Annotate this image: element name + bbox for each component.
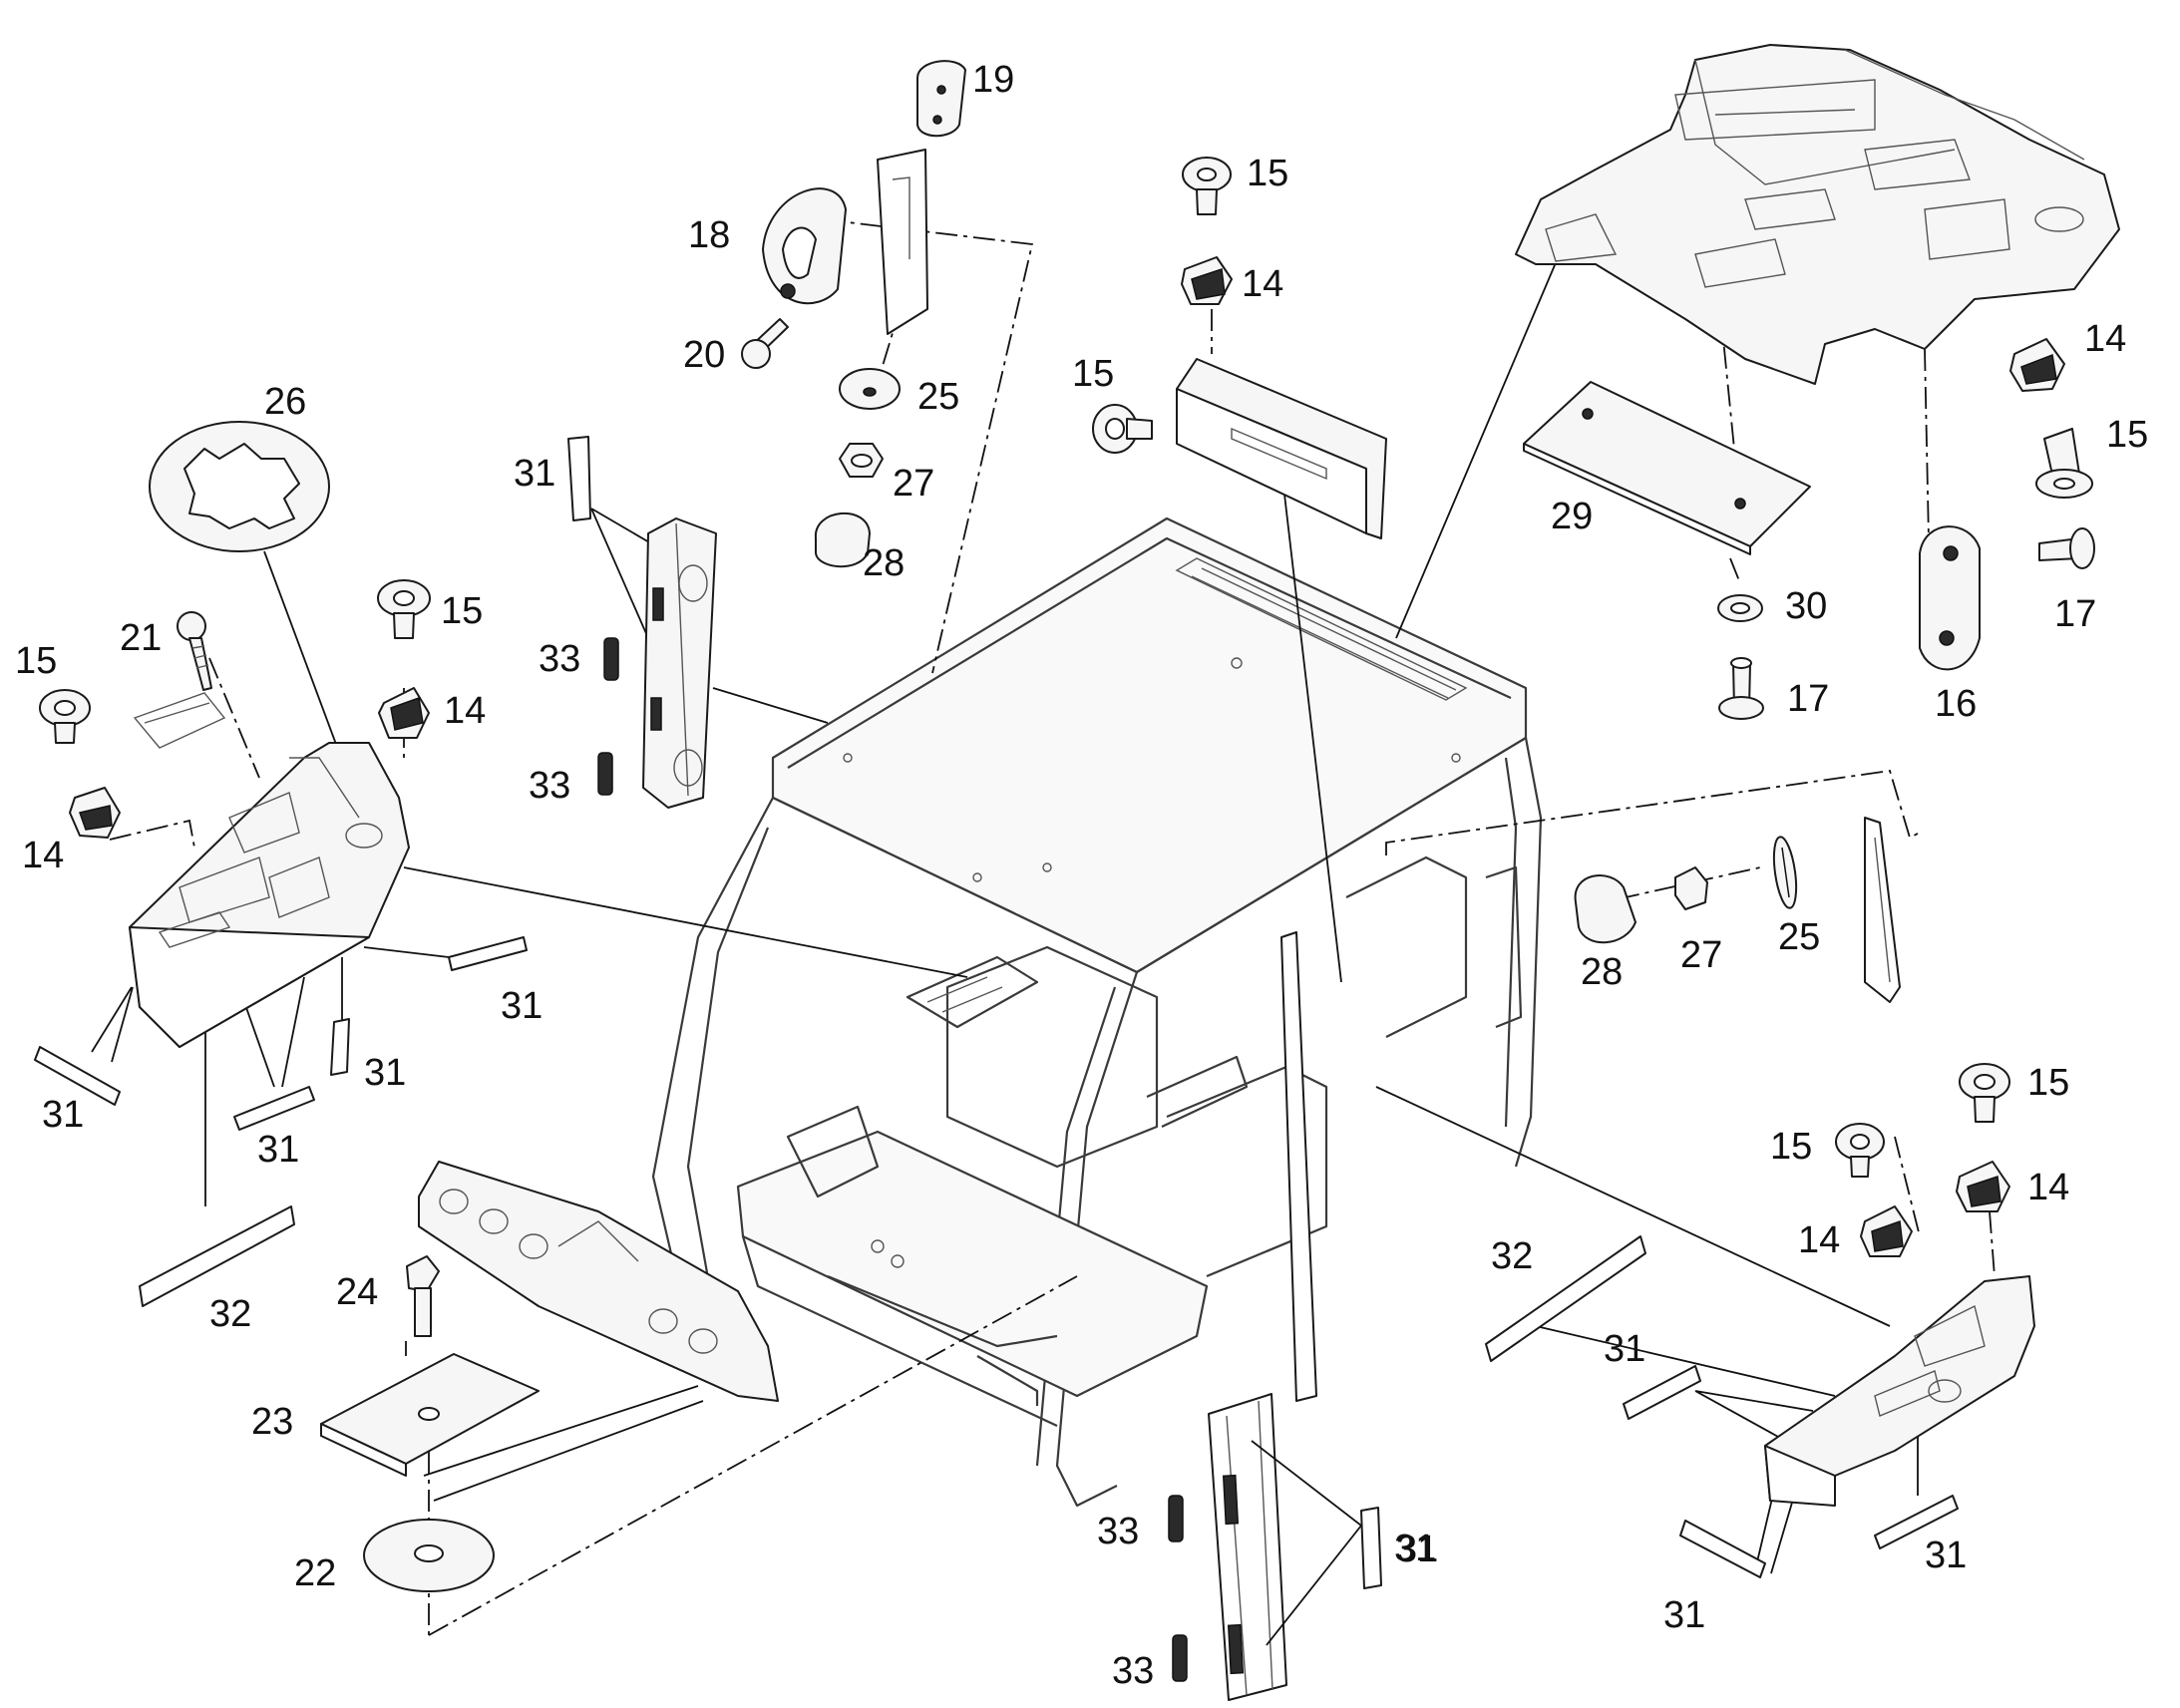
callout-15: 15 bbox=[1770, 1126, 1812, 1168]
callout-28: 28 bbox=[863, 542, 905, 584]
clip-nut-14-right bbox=[2009, 338, 2065, 392]
callout-16: 16 bbox=[1935, 683, 1977, 725]
callout-15: 15 bbox=[2106, 414, 2148, 456]
callout-31: 31 bbox=[1925, 1535, 1967, 1576]
handle-trim-strip bbox=[877, 149, 928, 335]
bracket-16 bbox=[1919, 525, 1981, 671]
callout-29: 29 bbox=[1551, 496, 1593, 537]
callout-33: 33 bbox=[539, 638, 580, 680]
callout-14: 14 bbox=[2084, 318, 2126, 360]
callout-32: 32 bbox=[209, 1293, 251, 1335]
callout-14: 14 bbox=[444, 690, 486, 732]
callout-31: 31 bbox=[1394, 1528, 1436, 1569]
callout-31: 31 bbox=[501, 985, 543, 1027]
callout-31: 31 bbox=[1663, 1594, 1705, 1636]
nut-27-upper bbox=[839, 443, 884, 478]
left-console bbox=[129, 742, 410, 1048]
screw-15-right-lower-a bbox=[1959, 1063, 2010, 1123]
label-strips-right bbox=[1485, 1235, 1959, 1578]
screw-17-right bbox=[2038, 527, 2095, 569]
plate-29 bbox=[1523, 381, 1811, 555]
callout-25: 25 bbox=[917, 376, 959, 418]
speaker-ring-26 bbox=[149, 421, 330, 552]
washer-25-right bbox=[1772, 836, 1798, 909]
callout-31: 31 bbox=[514, 453, 555, 495]
screw-17-center bbox=[1718, 657, 1764, 720]
grab-handle-18 bbox=[762, 187, 847, 305]
callout-31: 31 bbox=[1604, 1328, 1645, 1370]
callout-33: 33 bbox=[1112, 1650, 1154, 1692]
callout-20: 20 bbox=[683, 334, 725, 376]
callout-15: 15 bbox=[1072, 353, 1114, 395]
screw-15-center-left bbox=[377, 579, 431, 639]
callout-15: 15 bbox=[2027, 1062, 2069, 1104]
front-pillar-trim-lower bbox=[1208, 931, 1317, 1701]
springs-33-lower bbox=[1168, 1495, 1188, 1682]
lower-dashboard bbox=[418, 1161, 779, 1402]
roof-vent-grille bbox=[1175, 557, 1468, 701]
callout-15: 15 bbox=[15, 640, 57, 682]
callout-14: 14 bbox=[22, 835, 64, 876]
callout-15: 15 bbox=[441, 590, 483, 632]
right-console bbox=[1764, 1275, 2035, 1507]
callout-31: 31 bbox=[42, 1094, 84, 1136]
label-strip-31-lower bbox=[1360, 1507, 1382, 1589]
callout-31: 31 bbox=[1396, 1529, 1438, 1570]
callout-32: 32 bbox=[1491, 1235, 1533, 1277]
callout-14: 14 bbox=[1798, 1219, 1840, 1261]
callout-17: 17 bbox=[1787, 678, 1829, 720]
handle-trim-right bbox=[1864, 817, 1901, 1003]
screw-15-right-lower-b bbox=[1835, 1123, 1885, 1178]
screw-20 bbox=[741, 318, 789, 369]
washer-25-upper bbox=[839, 368, 901, 410]
cab-frame bbox=[651, 516, 1543, 1508]
clip-nut-14-right-lower-a bbox=[1956, 1161, 2010, 1212]
callout-27: 27 bbox=[1680, 934, 1722, 976]
callout-15: 15 bbox=[1247, 153, 1288, 194]
callout-14: 14 bbox=[2027, 1167, 2069, 1208]
callout-14: 14 bbox=[1242, 263, 1283, 305]
callout-22: 22 bbox=[294, 1552, 336, 1594]
callout-28: 28 bbox=[1581, 951, 1623, 993]
springs-33-upper bbox=[597, 637, 619, 796]
callout-24: 24 bbox=[336, 1271, 378, 1313]
callout-23: 23 bbox=[251, 1401, 293, 1443]
screw-15-center bbox=[1182, 157, 1232, 215]
nut-27-right bbox=[1674, 866, 1708, 910]
washer-22 bbox=[363, 1519, 495, 1592]
callout-31: 31 bbox=[364, 1052, 406, 1094]
callout-25: 25 bbox=[1778, 916, 1820, 958]
screw-21 bbox=[177, 611, 212, 691]
trim-panel bbox=[1176, 358, 1387, 539]
screw-15-left bbox=[39, 689, 91, 744]
washer-30 bbox=[1717, 594, 1763, 622]
bracket-19 bbox=[916, 60, 966, 138]
callout-33: 33 bbox=[529, 765, 570, 807]
cap-28-right bbox=[1574, 874, 1636, 944]
pillar-trim-upper bbox=[567, 436, 717, 809]
callout-labels: 19 18 20 25 27 28 26 15 21 15 14 14 31 3… bbox=[15, 59, 2148, 1692]
label-strips-left bbox=[34, 936, 528, 1307]
callout-19: 19 bbox=[972, 59, 1014, 101]
callout-21: 21 bbox=[120, 617, 162, 659]
callout-30: 30 bbox=[1785, 585, 1827, 627]
clip-nut-14-left bbox=[69, 787, 121, 839]
callout-26: 26 bbox=[264, 381, 306, 423]
plate-23 bbox=[320, 1353, 540, 1477]
callout-18: 18 bbox=[688, 214, 730, 256]
roof-liner bbox=[1515, 44, 2120, 385]
clip-nut-14-right-lower-b bbox=[1860, 1205, 1913, 1257]
bolt-24 bbox=[406, 1255, 440, 1337]
callout-17: 17 bbox=[2054, 593, 2096, 635]
clip-nut-14-center-left bbox=[378, 687, 430, 739]
callout-27: 27 bbox=[893, 463, 934, 505]
clip-nut-14-center bbox=[1181, 256, 1233, 305]
mounting-bracket bbox=[133, 692, 226, 749]
screw-15-right bbox=[2035, 428, 2093, 499]
callout-31: 31 bbox=[257, 1129, 299, 1171]
screw-15-panel bbox=[1092, 404, 1153, 454]
callout-33: 33 bbox=[1097, 1511, 1139, 1552]
cap-28-upper bbox=[814, 512, 871, 568]
